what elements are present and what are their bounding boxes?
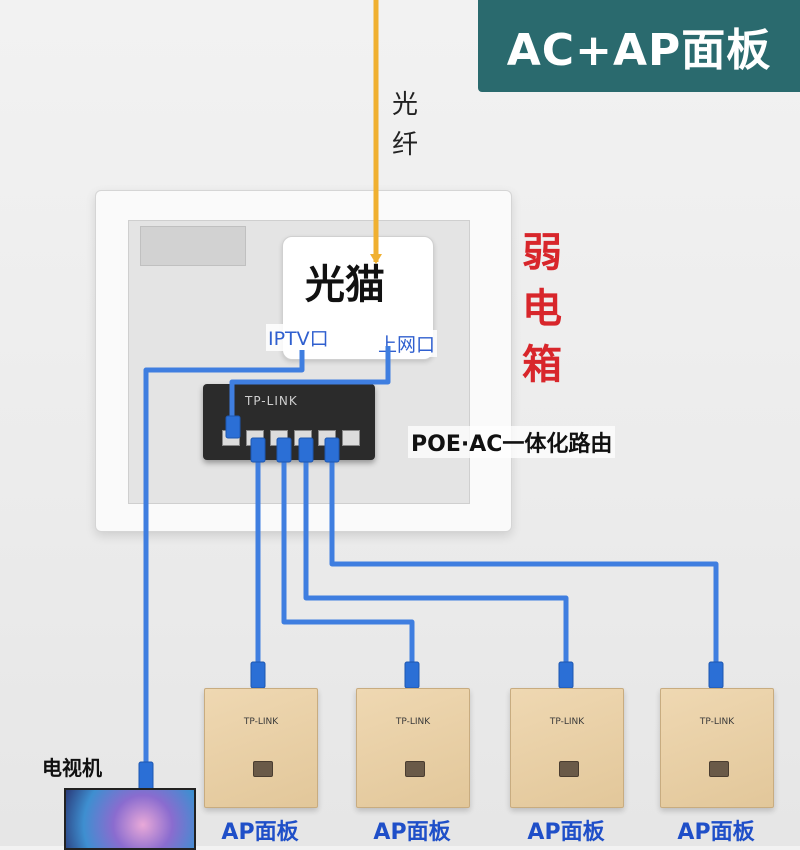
fiber-arrow xyxy=(370,254,382,264)
box-label-1: 弱 xyxy=(522,230,562,276)
iptv-cable xyxy=(143,350,305,780)
mounting-plate xyxy=(140,226,246,266)
iptv-port-label: IPTV口 xyxy=(266,324,331,351)
title-text: AC+AP面板 xyxy=(506,25,772,76)
box-label-3: 箱 xyxy=(522,342,562,388)
router-port xyxy=(342,430,360,446)
cable-connector xyxy=(250,437,266,463)
ap-panel-label-3: AP面板 xyxy=(527,820,605,845)
ap-panel-logo: TP-LINK xyxy=(243,717,279,727)
ap-panel-2: TP-LINK xyxy=(356,688,470,808)
cable-connector xyxy=(276,437,292,463)
router-logo: TP-LINK xyxy=(245,394,298,408)
cable-connector xyxy=(298,437,314,463)
uplink-cable xyxy=(229,346,391,420)
cable-connector xyxy=(225,415,241,439)
cable-connector xyxy=(138,761,154,791)
cable-connector xyxy=(404,661,420,689)
cable-connector xyxy=(708,661,724,689)
cable-connector xyxy=(324,437,340,463)
ap-panel-4: TP-LINK xyxy=(660,688,774,808)
ap-panel-label-2: AP面板 xyxy=(373,820,451,845)
router-label: POE·AC一体化路由 xyxy=(408,426,616,458)
ap-panel-logo: TP-LINK xyxy=(549,717,585,727)
cable-connector xyxy=(558,661,574,689)
fiber-label-1: 光 xyxy=(392,90,419,120)
ap-panel-1: TP-LINK xyxy=(204,688,318,808)
ap-cable-3 xyxy=(303,445,569,688)
network-jack xyxy=(709,761,729,777)
network-jack xyxy=(253,761,273,777)
title-banner: AC+AP面板 xyxy=(478,0,800,92)
network-jack xyxy=(405,761,425,777)
ap-panel-label-1: AP面板 xyxy=(221,820,299,845)
ap-panel-label-4: AP面板 xyxy=(677,820,755,845)
ap-cable-2 xyxy=(281,445,415,688)
cable-connector xyxy=(250,661,266,689)
television xyxy=(64,788,196,850)
ap-panel-3: TP-LINK xyxy=(510,688,624,808)
ap-cable-4 xyxy=(329,445,719,688)
network-jack xyxy=(559,761,579,777)
box-label-2: 电 xyxy=(522,286,562,332)
ap-panel-logo: TP-LINK xyxy=(395,717,431,727)
fiber-label-2: 纤 xyxy=(392,130,419,160)
modem-label: 光猫 xyxy=(305,262,385,308)
tv-label: 电视机 xyxy=(42,756,102,780)
ap-panel-logo: TP-LINK xyxy=(699,717,735,727)
